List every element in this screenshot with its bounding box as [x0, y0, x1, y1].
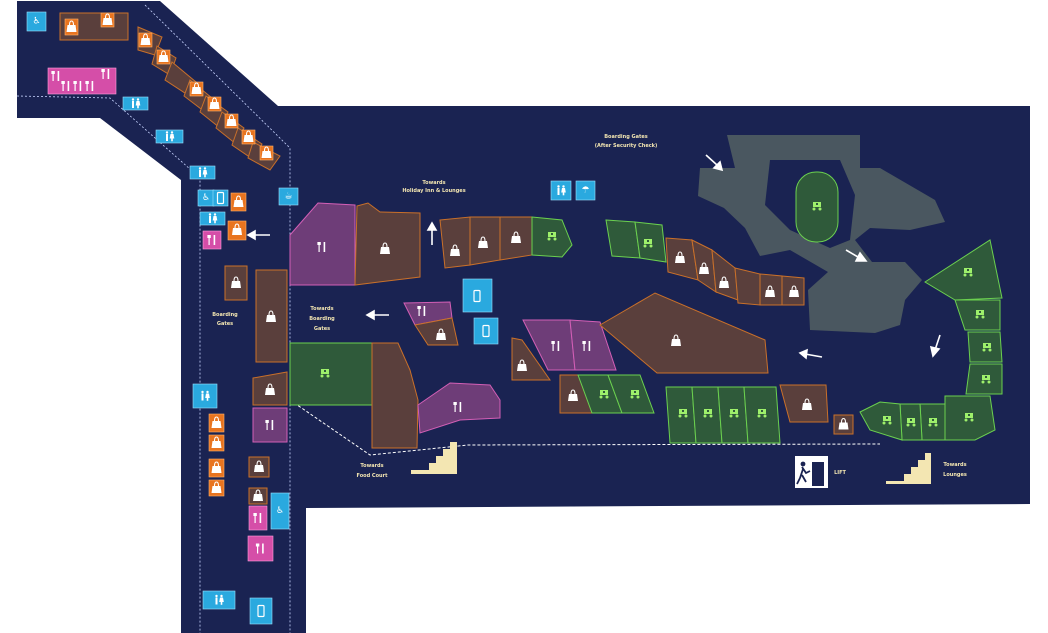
restroom-tile[interactable] [189, 165, 216, 180]
food-tile[interactable] [202, 230, 222, 250]
duty-free-block[interactable] [743, 386, 781, 444]
towards-food-sub-label: Food Court [357, 473, 389, 479]
towards-holiday-sub-label: Holiday Inn & Lounges [402, 188, 465, 194]
shop-block[interactable] [354, 202, 421, 286]
towards-gates-label: Towards [310, 306, 333, 312]
phone-charge-tile[interactable] [249, 597, 273, 625]
walkway-line [289, 399, 881, 456]
food-area[interactable] [47, 67, 117, 95]
food-area[interactable] [569, 319, 617, 371]
stairs-icon [886, 453, 931, 484]
shop-block[interactable] [734, 267, 761, 306]
boarding-gates-left-label: Boarding [212, 312, 238, 318]
lift-label: LIFT [834, 470, 846, 476]
lounge-chair-tile[interactable] [270, 492, 290, 530]
restroom-tile[interactable] [122, 96, 149, 111]
boarding-gates-label: Boarding Gates [604, 134, 648, 140]
drinking-water-tile[interactable] [575, 180, 596, 201]
duty-free-block[interactable] [691, 386, 723, 444]
baby-care-icon: ♿ [202, 193, 210, 203]
food-area[interactable] [417, 382, 501, 434]
phone-charge-tile[interactable] [462, 278, 493, 313]
phone-charge-tile[interactable] [212, 189, 229, 207]
drinking-water-icon: ☂ [581, 186, 589, 196]
duty-free-block[interactable] [859, 401, 903, 441]
food-area[interactable] [289, 202, 356, 286]
restroom-tile[interactable] [155, 129, 184, 144]
shop-block[interactable] [599, 292, 769, 374]
boarding-gates-sub-label: (After Security Check) [595, 143, 658, 149]
restroom-tile[interactable] [199, 211, 226, 226]
stairs-icon [411, 442, 457, 474]
duty-free-block[interactable] [289, 342, 373, 406]
lounge-chair-icon: ♿ [276, 506, 284, 516]
shop-block[interactable] [414, 317, 459, 346]
smoking-area-tile[interactable] [278, 187, 299, 206]
duty-free-block[interactable] [924, 239, 1003, 301]
duty-free-block[interactable] [605, 219, 641, 259]
towards-gates-label-2: Boarding [309, 316, 335, 322]
restroom-tile[interactable] [202, 590, 236, 610]
restroom-tile[interactable] [550, 180, 572, 201]
towards-holiday-label: Towards [422, 180, 445, 186]
towards-lounges-sub-label: Lounges [943, 472, 967, 478]
food-tile[interactable] [248, 505, 268, 531]
food-tile[interactable] [252, 407, 288, 443]
smoking-area-icon: ☕ [284, 192, 292, 202]
towards-lounges-label: Towards [943, 462, 966, 468]
towards-food-label: Towards [360, 463, 383, 469]
restroom-tile[interactable] [192, 383, 218, 409]
shop-block[interactable] [759, 273, 783, 306]
walkway-line [16, 95, 201, 633]
phone-charge-tile[interactable] [473, 317, 499, 345]
lounge-chair-icon: ♿ [32, 17, 40, 27]
duty-free-block[interactable] [717, 386, 749, 444]
lounge-chair-tile[interactable] [26, 11, 47, 32]
shop-block[interactable] [439, 216, 471, 269]
direction-arrow-icon [246, 154, 941, 360]
shop-block[interactable] [371, 342, 419, 449]
food-tile[interactable] [247, 535, 274, 562]
towards-gates-label-3: Gates [314, 326, 330, 332]
lift-exit-icon [795, 456, 828, 488]
boarding-gates-left-sub-label: Gates [217, 321, 233, 327]
